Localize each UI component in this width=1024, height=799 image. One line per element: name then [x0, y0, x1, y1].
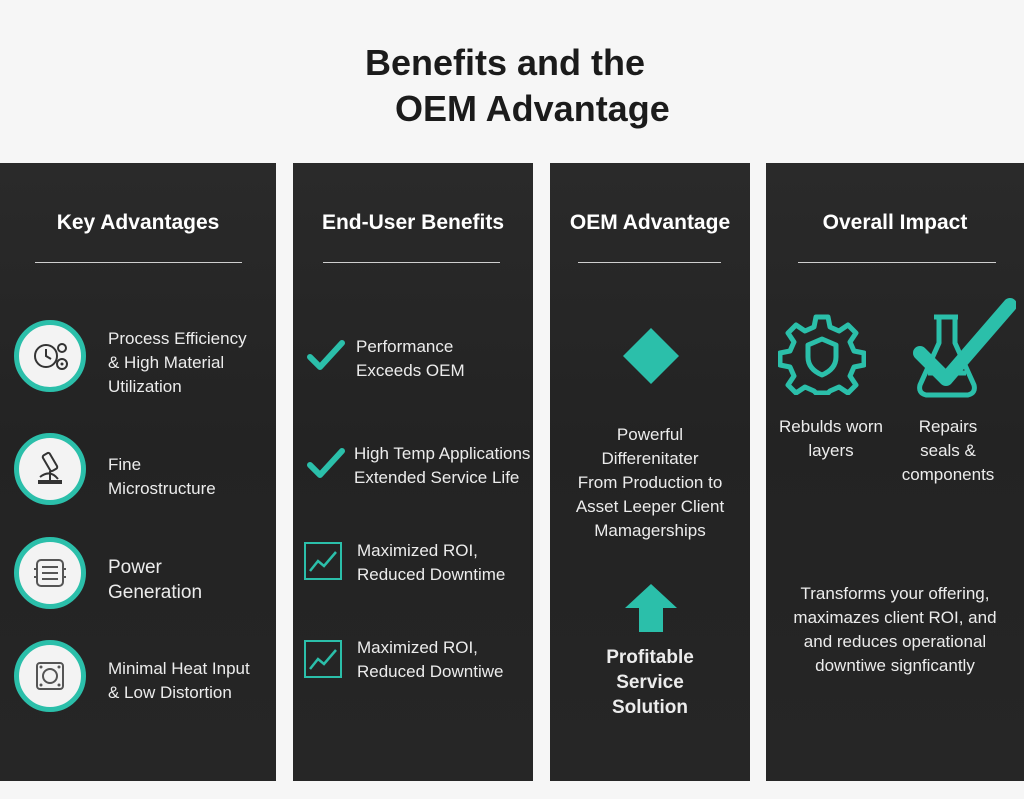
- shield-gear-icon: [778, 314, 866, 395]
- panel-heading: End-User Benefits: [321, 211, 505, 234]
- heading-divider: [323, 262, 500, 263]
- advantage-minimal-heat: Minimal Heat Input & Low Distortion: [108, 659, 250, 702]
- panel-heading: Overall Impact: [822, 211, 968, 234]
- diamond-icon: [623, 328, 679, 384]
- oem-solution-text: Profitable Service Solution: [606, 647, 694, 718]
- clock-gears-icon: [14, 320, 86, 392]
- overall-impact-panel: Overall Impact Rebulds worn layers Repai…: [766, 163, 1024, 781]
- oem-differentiator-text: Powerful Differenitater From Production …: [575, 425, 725, 540]
- impact-rebuilds-text: Rebulds worn layers: [779, 417, 883, 460]
- flask-check-icon: [913, 298, 1016, 398]
- panel-heading: Key Advantages: [56, 211, 220, 234]
- heading-divider: [578, 262, 721, 263]
- impact-repairs-text: Repairs seals & components: [901, 417, 995, 484]
- heading-divider: [35, 262, 242, 263]
- title-line-1: Benefits and the: [365, 42, 646, 83]
- title-line-2: OEM Advantage: [395, 88, 670, 129]
- checkmark-icon: [307, 448, 345, 478]
- advantage-process-efficiency: Process Efficiency & High Material Utili…: [108, 329, 247, 396]
- end-user-benefits-panel: End-User Benefits Performance Exceeds OE…: [293, 163, 533, 781]
- microscope-icon: [14, 433, 86, 505]
- heading-divider: [798, 262, 996, 263]
- benefit-high-temp: High Temp Applications Extended Service …: [354, 444, 531, 487]
- key-advantages-panel: Key Advantages Process Efficiency & High…: [0, 163, 276, 781]
- panel-heading: OEM Advantage: [569, 211, 731, 234]
- oem-advantage-panel: OEM Advantage Powerful Differenitater Fr…: [550, 163, 750, 781]
- up-arrow-icon: [625, 584, 677, 632]
- advantage-power-generation: Power Generation: [108, 557, 203, 603]
- generator-icon: [14, 537, 86, 609]
- trend-chart-icon: [304, 640, 342, 678]
- benefit-maximized-roi-1: Maximized ROI, Reduced Downtime: [357, 541, 506, 584]
- impact-summary-text: Transforms your offering, maximazes clie…: [793, 584, 997, 675]
- benefit-maximized-roi-2: Maximized ROI, Reduced Downtiwe: [357, 638, 504, 681]
- trend-chart-icon: [304, 542, 342, 580]
- benefit-performance: Performance Exceeds OEM: [356, 337, 465, 380]
- heat-unit-icon: [14, 640, 86, 712]
- advantage-fine-microstructure: Fine Microstructure: [108, 455, 216, 498]
- checkmark-icon: [307, 340, 345, 370]
